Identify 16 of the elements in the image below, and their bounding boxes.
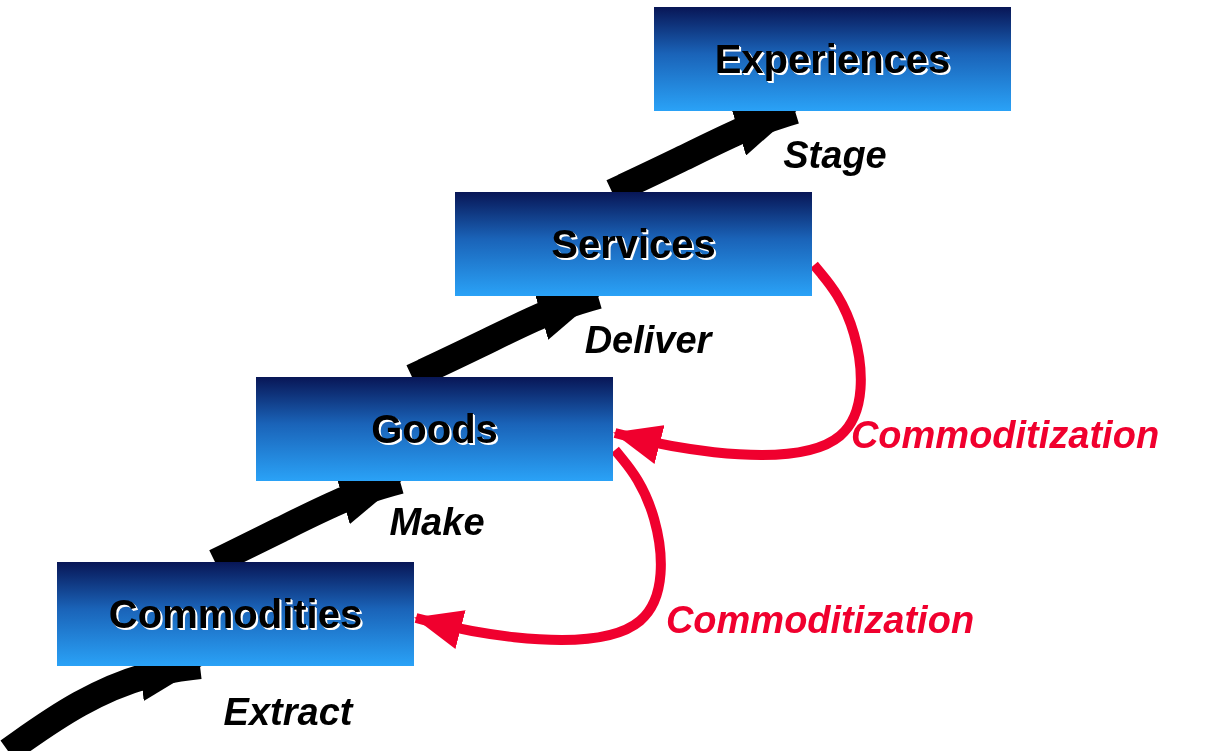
stage-name: Goods: [371, 406, 498, 452]
arrow: [414, 446, 666, 649]
edge-label: Commoditization: [850, 413, 1160, 457]
stage-name: Commodities: [108, 591, 363, 637]
arrow: [613, 261, 866, 464]
stage-box: [256, 377, 613, 481]
edge-label: Make: [389, 500, 485, 544]
stage-box: [455, 192, 812, 296]
stage-name: Services: [551, 221, 716, 267]
edge-label: Extract: [223, 690, 353, 734]
edge-label: Deliver: [584, 318, 712, 362]
stage-name: Experiences: [714, 36, 951, 82]
stage-box: [57, 562, 414, 666]
stage-box: [654, 7, 1011, 111]
edge-label: Stage: [783, 133, 887, 177]
edge-label: Commoditization: [665, 598, 975, 642]
